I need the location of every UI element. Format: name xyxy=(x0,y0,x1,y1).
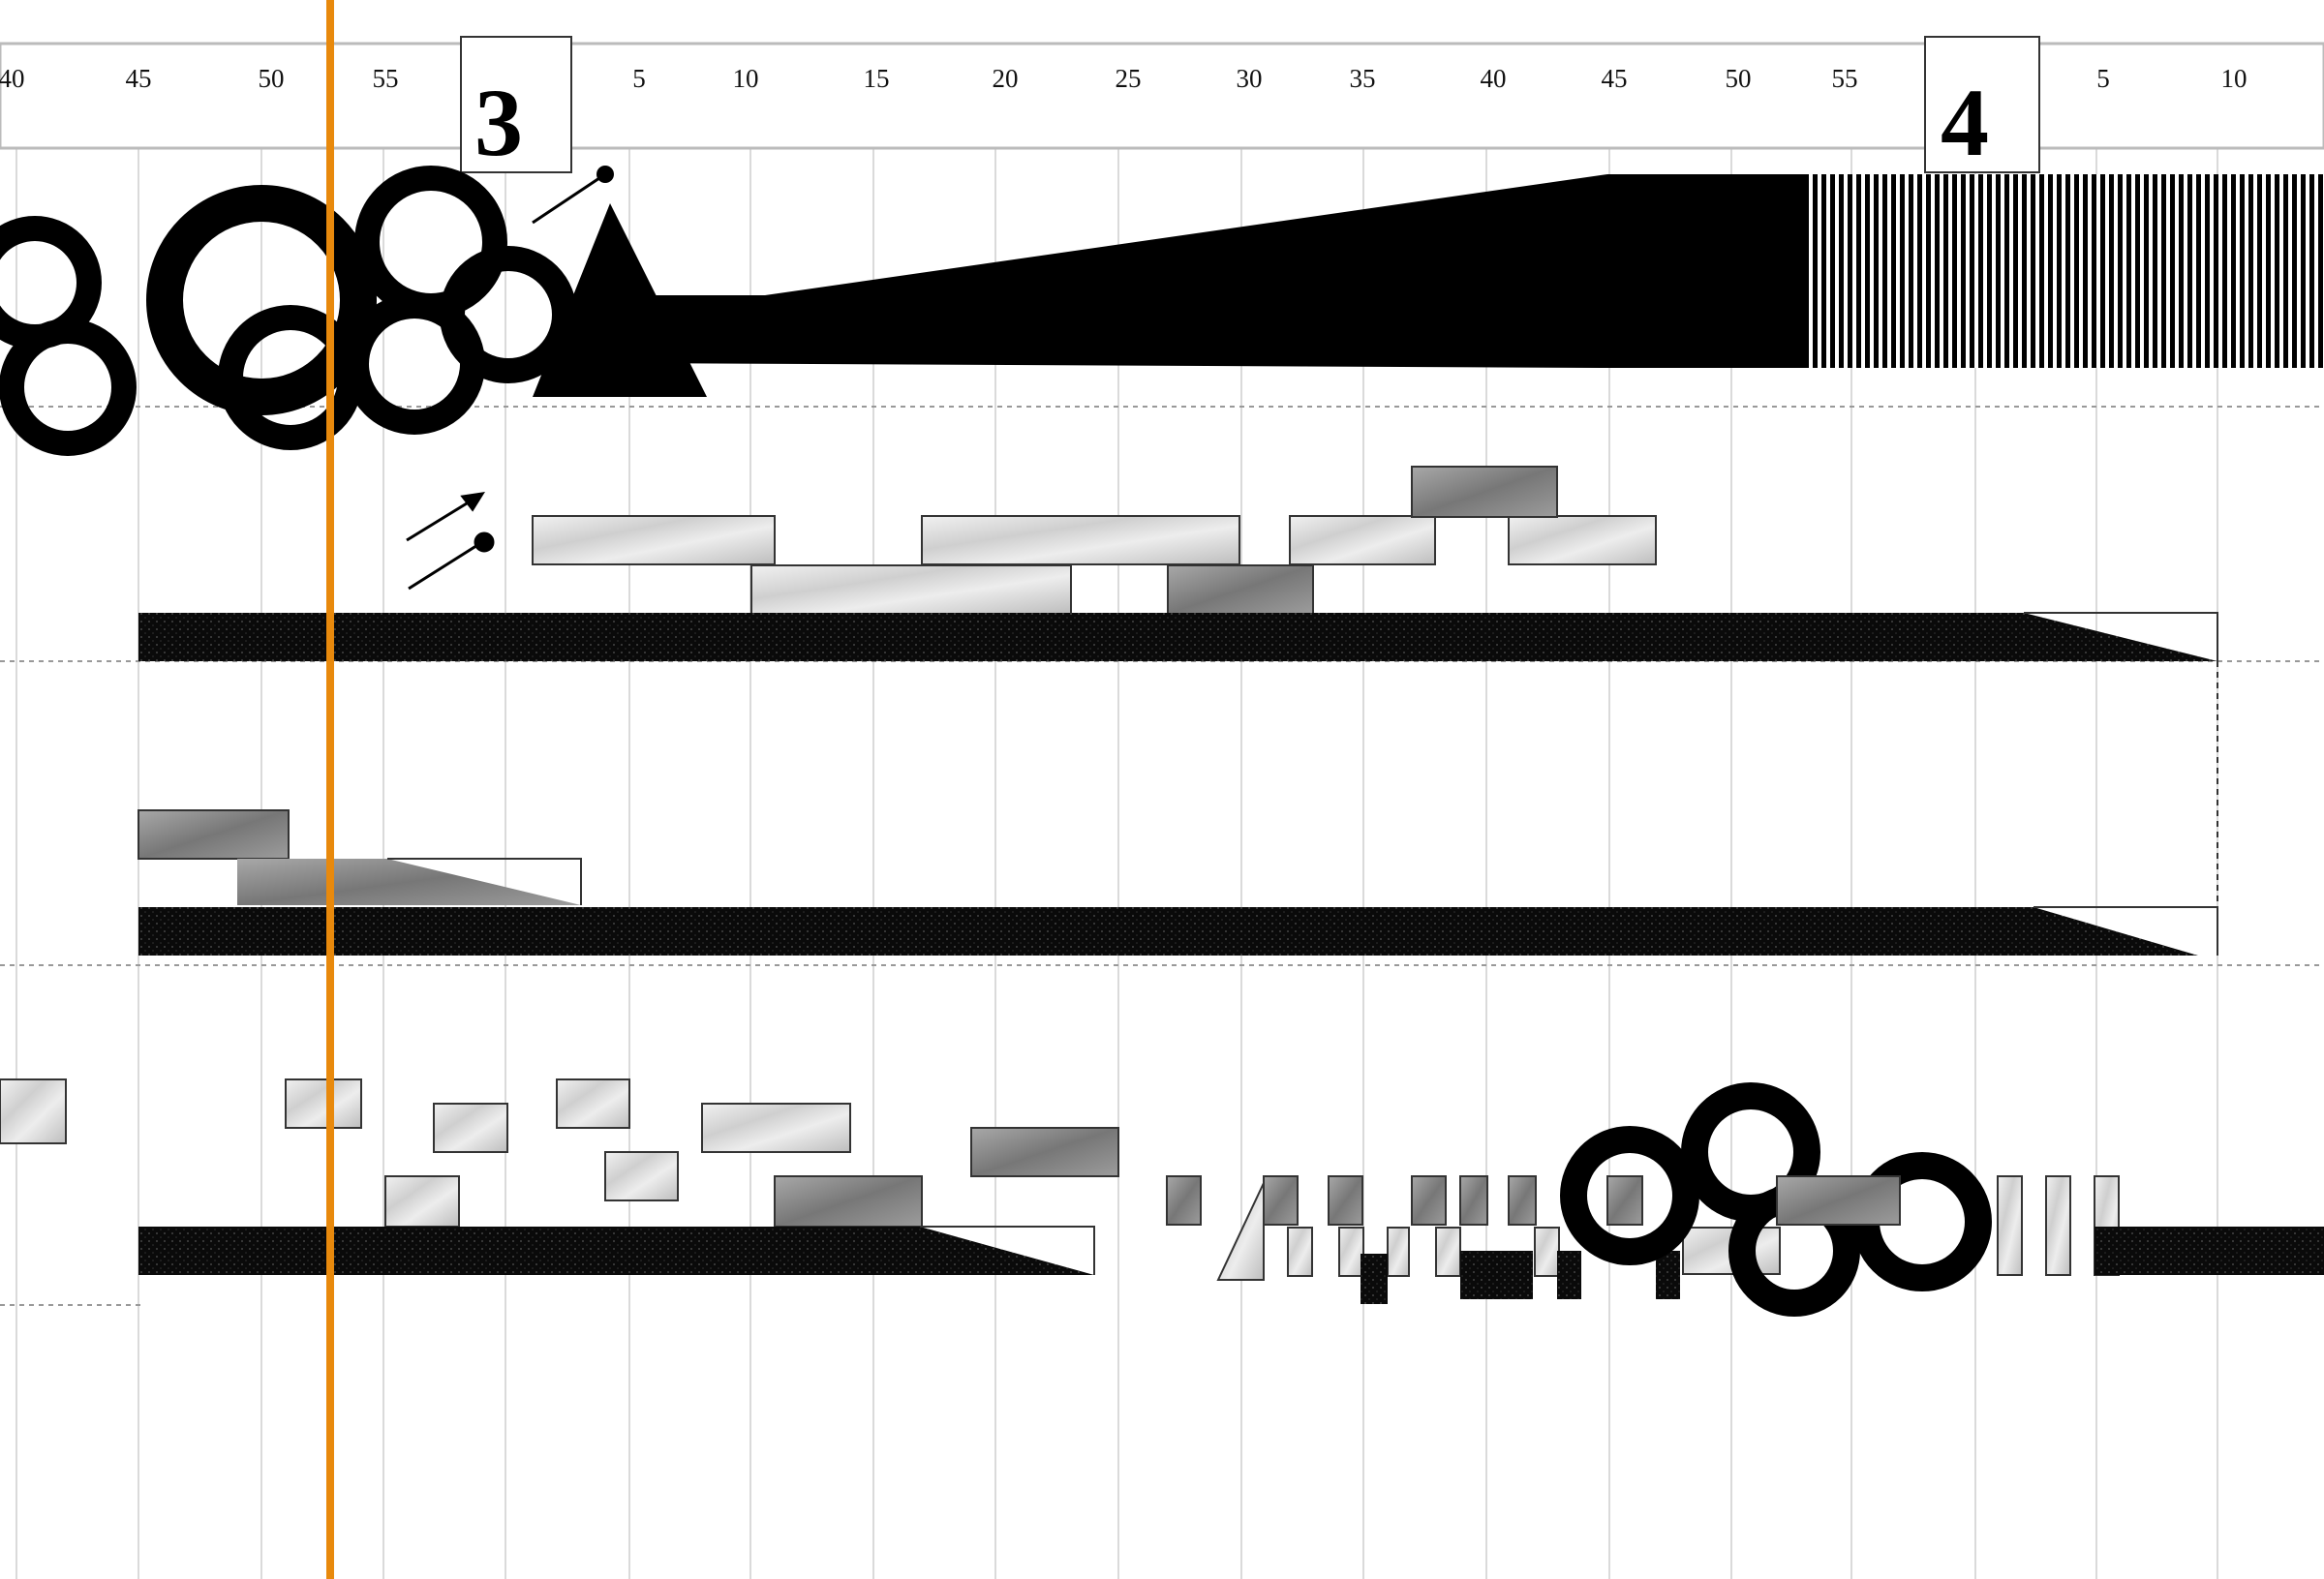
section-marker-3-box xyxy=(460,36,572,173)
sustain-bar-track-2 xyxy=(138,613,2217,661)
fading-texture xyxy=(237,859,581,905)
timeline-tick: 55 xyxy=(373,64,399,93)
timeline-tick: 10 xyxy=(2221,64,2248,93)
timeline-tick: 5 xyxy=(632,64,646,93)
section-marker-4-box xyxy=(1924,36,2040,173)
timeline-tick: 40 xyxy=(1481,64,1507,93)
small-triangle xyxy=(1216,1182,1265,1281)
timeline-tick: 30 xyxy=(1237,64,1263,93)
timeline-tick: 50 xyxy=(259,64,285,93)
sustain-bar-track-4 xyxy=(138,1227,1094,1275)
track-2 xyxy=(138,466,2218,661)
timeline-tick: 5 xyxy=(2096,64,2110,93)
timeline-tick: 45 xyxy=(126,64,152,93)
timeline-tick: 40 xyxy=(0,64,25,93)
sustain-bar-track-4-end xyxy=(2095,1227,2324,1275)
small-black-cells xyxy=(1361,1251,1680,1304)
timeline-tick: 55 xyxy=(1832,64,1858,93)
timeline-tick: 25 xyxy=(1116,64,1142,93)
arrow-stroke xyxy=(532,172,606,225)
timeline-tick: 20 xyxy=(993,64,1019,93)
texture-blocks-track-4 xyxy=(0,1078,1119,1228)
timeline-tick: 50 xyxy=(1726,64,1752,93)
timeline-tick: 15 xyxy=(864,64,890,93)
ring-cluster-a xyxy=(0,166,577,456)
arrow-glyphs xyxy=(406,492,495,591)
track-3 xyxy=(138,809,2218,956)
sustain-bar-track-3 xyxy=(138,907,2198,956)
timeline-tick: 10 xyxy=(733,64,759,93)
section-marker-3: 3 xyxy=(474,69,523,176)
striped-band xyxy=(1806,174,2324,368)
timeline-tick: 35 xyxy=(1350,64,1376,93)
track-1 xyxy=(0,166,2324,456)
overlay-block xyxy=(1776,1175,1901,1226)
section-marker-4: 4 xyxy=(1941,69,1989,176)
texture-blocks-track-2 xyxy=(532,466,1657,615)
crescendo-wedge xyxy=(620,174,1811,368)
arrow-dot xyxy=(596,166,614,183)
track-4 xyxy=(0,1078,2324,1317)
timeline-tick: 45 xyxy=(1602,64,1628,93)
